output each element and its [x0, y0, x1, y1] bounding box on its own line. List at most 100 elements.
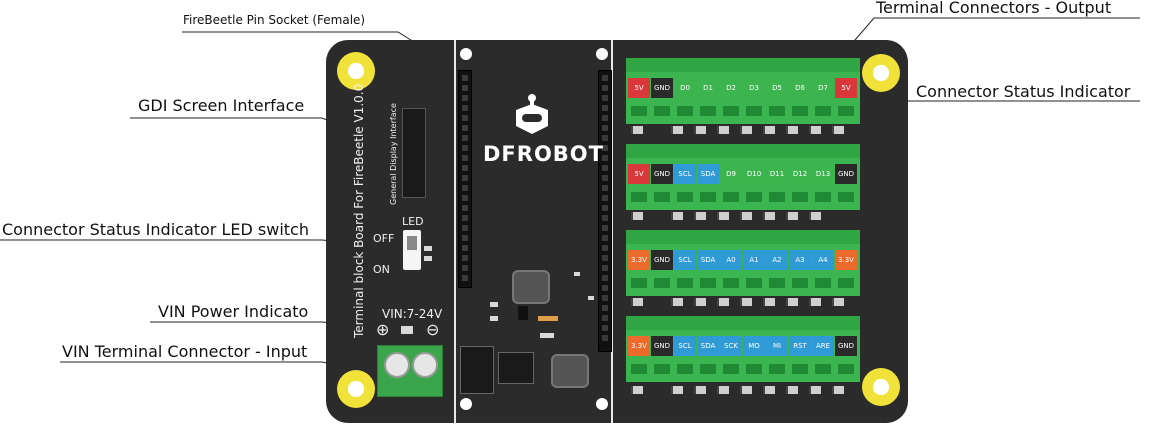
screw-slot[interactable] — [723, 106, 739, 116]
led-switch[interactable] — [403, 230, 421, 270]
corner-dot — [596, 48, 608, 60]
screw-slot[interactable] — [631, 106, 647, 116]
pin-label: D2 — [720, 78, 742, 98]
screw-slot[interactable] — [723, 192, 739, 202]
pin-label: RST — [789, 336, 811, 356]
screw-slot[interactable] — [677, 278, 693, 288]
socket-hole — [602, 195, 608, 201]
pin-label: GND — [835, 336, 857, 356]
screw-slot[interactable] — [654, 364, 670, 374]
socket-hole — [602, 105, 608, 111]
status-led — [631, 298, 643, 306]
screw-slot[interactable] — [654, 278, 670, 288]
smd-part — [518, 306, 528, 320]
screw-slot[interactable] — [815, 278, 831, 288]
pin-label: 3.3V — [628, 250, 650, 270]
smd-part — [588, 296, 594, 300]
screw-slot[interactable] — [746, 364, 762, 374]
screw-slot[interactable] — [792, 278, 808, 288]
socket-hole — [462, 85, 468, 91]
status-led — [832, 126, 844, 134]
pin-label: D3 — [743, 78, 765, 98]
mounting-hole — [337, 52, 375, 90]
status-led — [740, 212, 752, 220]
screw-slot[interactable] — [769, 106, 785, 116]
screw-slot[interactable] — [769, 364, 785, 374]
pin-label: D6 — [789, 78, 811, 98]
label-pin-socket: FireBeetle Pin Socket (Female) — [183, 13, 366, 27]
board-separator-left — [454, 40, 456, 423]
socket-hole — [602, 85, 608, 91]
screw-slot[interactable] — [815, 106, 831, 116]
socket-hole — [602, 275, 608, 281]
screw-icon[interactable] — [384, 352, 410, 378]
status-led — [694, 386, 706, 394]
screw-slot[interactable] — [746, 278, 762, 288]
screw-slot[interactable] — [631, 364, 647, 374]
screw-slot[interactable] — [838, 106, 854, 116]
screw-icon[interactable] — [412, 352, 438, 378]
pin-label: 5V — [628, 78, 650, 98]
pin-label: D11 — [766, 164, 788, 184]
on-silk-text: ON — [373, 263, 390, 276]
screw-slot[interactable] — [654, 106, 670, 116]
screw-slot[interactable] — [654, 192, 670, 202]
status-led — [717, 212, 729, 220]
screw-slot[interactable] — [815, 364, 831, 374]
screw-slot[interactable] — [746, 192, 762, 202]
screw-slot[interactable] — [723, 278, 739, 288]
socket-hole — [602, 265, 608, 271]
screw-slot[interactable] — [700, 364, 716, 374]
screw-slot[interactable] — [838, 364, 854, 374]
screw-slot[interactable] — [700, 192, 716, 202]
socket-hole — [462, 145, 468, 151]
smd-part — [574, 272, 580, 276]
screw-slot[interactable] — [700, 278, 716, 288]
screw-slot[interactable] — [631, 192, 647, 202]
pin-label: SCK — [720, 336, 742, 356]
screw-slot[interactable] — [792, 106, 808, 116]
screw-slot[interactable] — [677, 364, 693, 374]
screw-slot[interactable] — [792, 364, 808, 374]
screw-slot[interactable] — [838, 278, 854, 288]
screw-slot[interactable] — [815, 192, 831, 202]
screw-slot[interactable] — [677, 192, 693, 202]
pin-label: ARE — [812, 336, 834, 356]
screw-slot[interactable] — [631, 278, 647, 288]
status-led — [832, 386, 844, 394]
screw-slot[interactable] — [723, 364, 739, 374]
socket-hole — [462, 155, 468, 161]
screw-slot[interactable] — [746, 106, 762, 116]
pin-label: 5V — [835, 78, 857, 98]
screw-slot[interactable] — [700, 106, 716, 116]
smd-part — [424, 246, 432, 251]
socket-hole — [602, 75, 608, 81]
pin-label: 3.3V — [628, 336, 650, 356]
socket-hole — [462, 75, 468, 81]
label-led-switch: Connector Status Indicator LED switch — [2, 220, 309, 239]
status-led — [717, 126, 729, 134]
pin-label: D13 — [812, 164, 834, 184]
pin-label: D0 — [674, 78, 696, 98]
status-led — [763, 298, 775, 306]
status-led — [671, 298, 683, 306]
screw-slot[interactable] — [838, 192, 854, 202]
pin-label: A2 — [766, 250, 788, 270]
pin-label: 3.3V — [835, 250, 857, 270]
socket-hole — [602, 335, 608, 341]
pin-label: SCL — [674, 250, 696, 270]
socket-hole — [602, 295, 608, 301]
pin-label: 5V — [628, 164, 650, 184]
socket-hole — [602, 175, 608, 181]
screw-slot[interactable] — [677, 106, 693, 116]
screw-slot[interactable] — [792, 192, 808, 202]
pin-label: GND — [835, 164, 857, 184]
label-vin-input: VIN Terminal Connector - Input — [62, 342, 308, 361]
screw-slot[interactable] — [769, 192, 785, 202]
socket-hole — [602, 325, 608, 331]
socket-hole — [602, 255, 608, 261]
pin-label: D12 — [789, 164, 811, 184]
gdi-silk-text: General Display Interface — [389, 103, 398, 205]
screw-slot[interactable] — [769, 278, 785, 288]
